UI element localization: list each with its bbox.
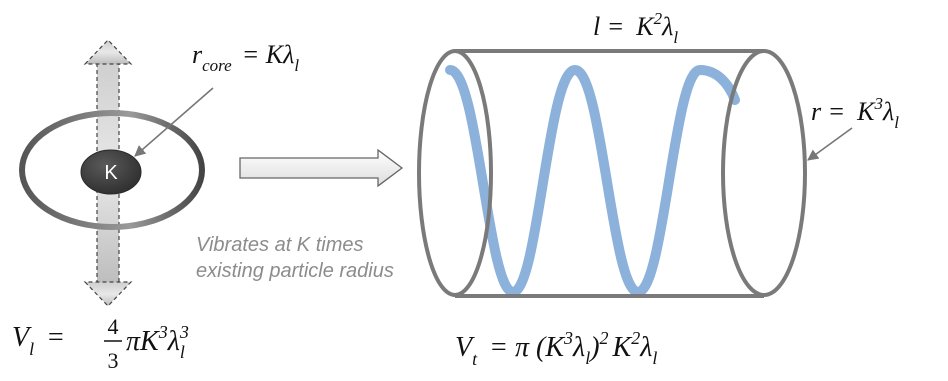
svg-text:3: 3	[108, 348, 119, 373]
svg-text:Vl=: Vl=	[12, 322, 65, 359]
cylinder-right-end	[721, 49, 807, 297]
particle-core	[80, 149, 142, 195]
core-pointer-arrow	[134, 87, 214, 157]
particle-group: K	[19, 39, 214, 307]
svg-text:4: 4	[108, 314, 119, 339]
cylinder-group	[417, 49, 853, 298]
cylinder-radius-pointer	[807, 127, 853, 161]
transition-arrow	[239, 148, 404, 188]
core-radius-label: rcore= Kλl	[192, 40, 299, 75]
particle-ring	[19, 110, 205, 230]
vibration-caption-line1: Vibrates at K times	[196, 234, 363, 256]
particle-core-label: K	[104, 162, 118, 184]
vibration-caption-line2: existing particle radius	[196, 260, 394, 282]
standing-wave	[445, 64, 740, 298]
cylinder-radius-label: r =K3λl	[811, 94, 899, 132]
cylinder-left-end	[417, 49, 493, 297]
cylinder-length-label: l =K2λl	[593, 9, 678, 47]
